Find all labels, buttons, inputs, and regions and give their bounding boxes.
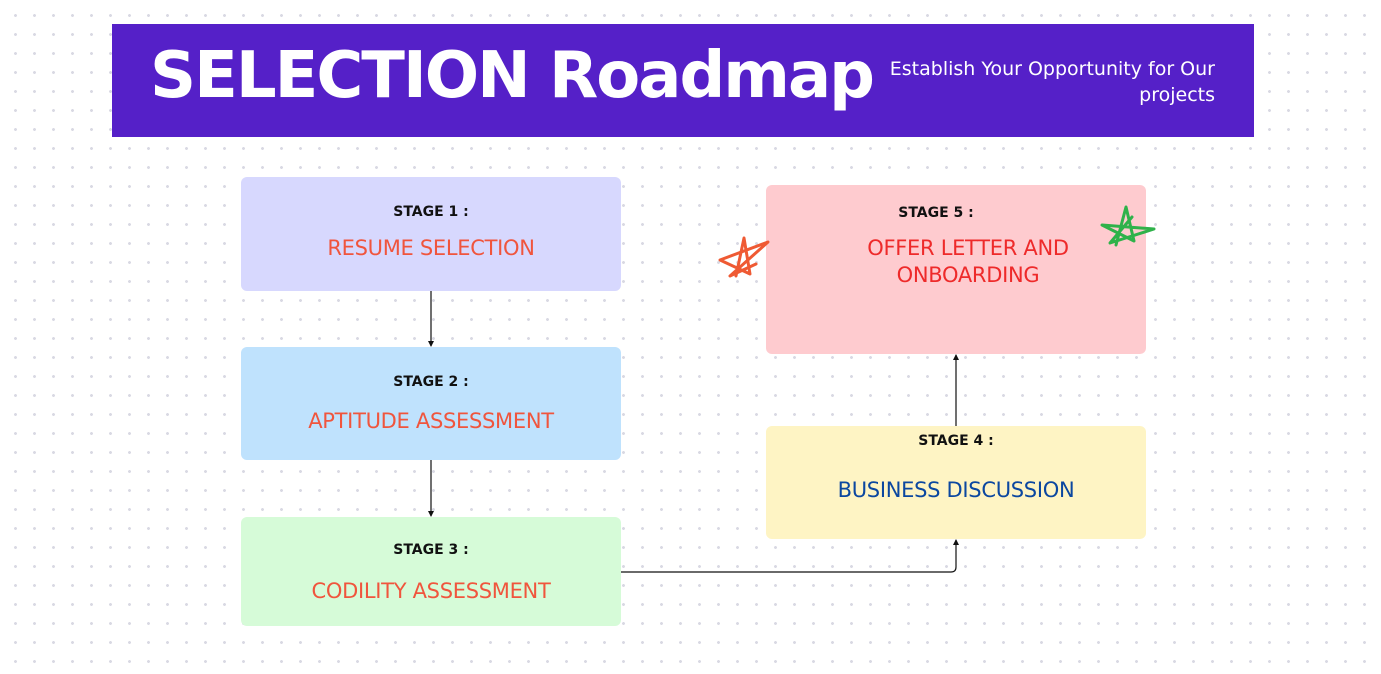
stage-3-card: STAGE 3 : CODILITY ASSESSMENT [241, 517, 621, 626]
page-title: SELECTION Roadmap [150, 39, 875, 113]
stage-3-label: STAGE 3 : [393, 542, 469, 558]
stage-4-label: STAGE 4 : [918, 433, 994, 449]
stage-1-label: STAGE 1 : [393, 204, 469, 220]
arrow-stage3-to-stage4 [621, 539, 959, 573]
stage-2-label: STAGE 2 : [393, 374, 469, 390]
stage-4-card: STAGE 4 : BUSINESS DISCUSSION [766, 426, 1146, 539]
stage-2-name: APTITUDE ASSESSMENT [308, 409, 554, 433]
stage-2-card: STAGE 2 : APTITUDE ASSESSMENT [241, 347, 621, 460]
stage-1-name: RESUME SELECTION [327, 236, 535, 260]
stage-5-label: STAGE 5 : [898, 205, 974, 221]
stage-3-name: CODILITY ASSESSMENT [311, 579, 551, 603]
header-banner: SELECTION Roadmap Establish Your Opportu… [112, 24, 1254, 137]
stage-5-card: STAGE 5 : OFFER LETTER AND ONBOARDING [766, 185, 1146, 354]
star-doodle-icon [1100, 205, 1156, 247]
star-doodle-icon [718, 236, 770, 278]
stage-5-name: OFFER LETTER AND ONBOARDING [867, 236, 1069, 287]
stage-4-name: BUSINESS DISCUSSION [837, 478, 1075, 502]
page-subtitle: Establish Your Opportunity for Our proje… [889, 58, 1215, 106]
stage-1-card: STAGE 1 : RESUME SELECTION [241, 177, 621, 291]
